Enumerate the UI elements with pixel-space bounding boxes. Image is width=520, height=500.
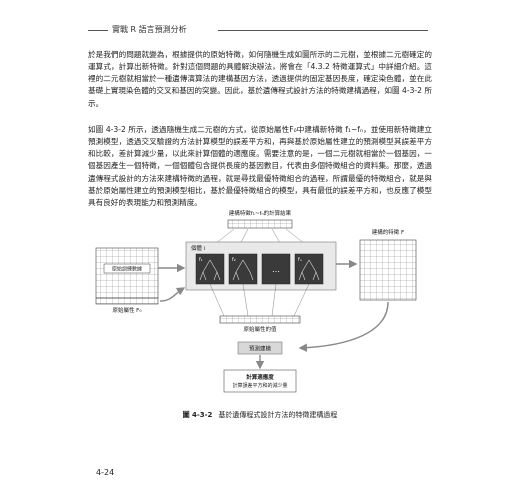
individual-label: 個體 i: [191, 244, 206, 252]
header-rule-right: [218, 30, 428, 31]
tree-fn-label: fₙ: [298, 257, 302, 263]
figure-number: 圖 4-3-2: [182, 411, 213, 419]
fitness-box: [223, 369, 297, 393]
tree-f2: f₂: [228, 253, 258, 285]
paragraph-2: 如圖 4-3-2 所示，透過隨機生成二元樹的方式，從原始屬性F₀中建構新特徵 f…: [88, 124, 432, 208]
attribute-values-row: [219, 315, 301, 324]
tree-to-values-line-2: [242, 283, 249, 317]
tree-fn: fₙ: [294, 253, 324, 285]
tree-to-values-line-4: [293, 283, 310, 317]
attribute-values-label: 原始屬性的值: [243, 325, 277, 333]
original-dataset-label: 原始訓練數據: [112, 266, 142, 273]
fitness-subtitle: 計算誤差平方和的減少量: [232, 382, 287, 389]
paragraph-1: 於是我們的問題就變為，根據提供的原始特徵，如何隨機生成如圖所示的二元樹，並根據二…: [88, 49, 432, 108]
predict-modeling-label: 預測建模: [249, 345, 272, 353]
fitness-title: 計算適應度: [246, 373, 274, 381]
feature-to-predict-arrow: [298, 301, 389, 352]
header-title: 實戰 R 語言預測分析: [112, 25, 187, 34]
tree-to-values-line-1: [209, 283, 225, 317]
figure-caption-text: 基於遺傳程式設計方法的特徵建構過程: [218, 411, 338, 419]
page-number: 4-24: [96, 468, 115, 477]
original-attribute-label: 原始屬性 F₀: [112, 306, 142, 314]
original-attribute-row: [95, 297, 159, 305]
running-header: 實戰 R 語言預測分析: [88, 24, 428, 36]
header-rule-left: [88, 30, 108, 31]
diagram-svg: 建構特徵f₁~fₙ的計算結果 個體 i f₁ f₂ … fₙ: [95, 209, 417, 393]
predict-modeling-box: [237, 341, 283, 355]
tree-to-values-line-3: [271, 283, 277, 317]
figure-caption: 圖 4-3-2 基於遺傳程式設計方法的特徵建構過程: [88, 410, 432, 420]
tree-ellipsis: …: [272, 265, 280, 274]
top-result-label: 建構特徵f₁~fₙ的計算結果: [229, 209, 292, 217]
attribute-to-individual-arrow: [159, 287, 186, 302]
tree-f1-label: f₁: [199, 257, 203, 263]
top-result-row: [227, 219, 293, 229]
original-dataset-label-box: [103, 263, 151, 274]
tree-f1: f₁: [195, 253, 225, 285]
constructed-feature-label: 建構的特徵 F: [372, 228, 404, 236]
tree-f2-label: f₂: [232, 257, 236, 263]
constructed-feature-grid: [359, 239, 417, 301]
tree-ellipsis-box: …: [261, 253, 291, 285]
feature-construction-diagram: 建構特徵f₁~fₙ的計算結果 個體 i f₁ f₂ … fₙ: [88, 208, 432, 408]
